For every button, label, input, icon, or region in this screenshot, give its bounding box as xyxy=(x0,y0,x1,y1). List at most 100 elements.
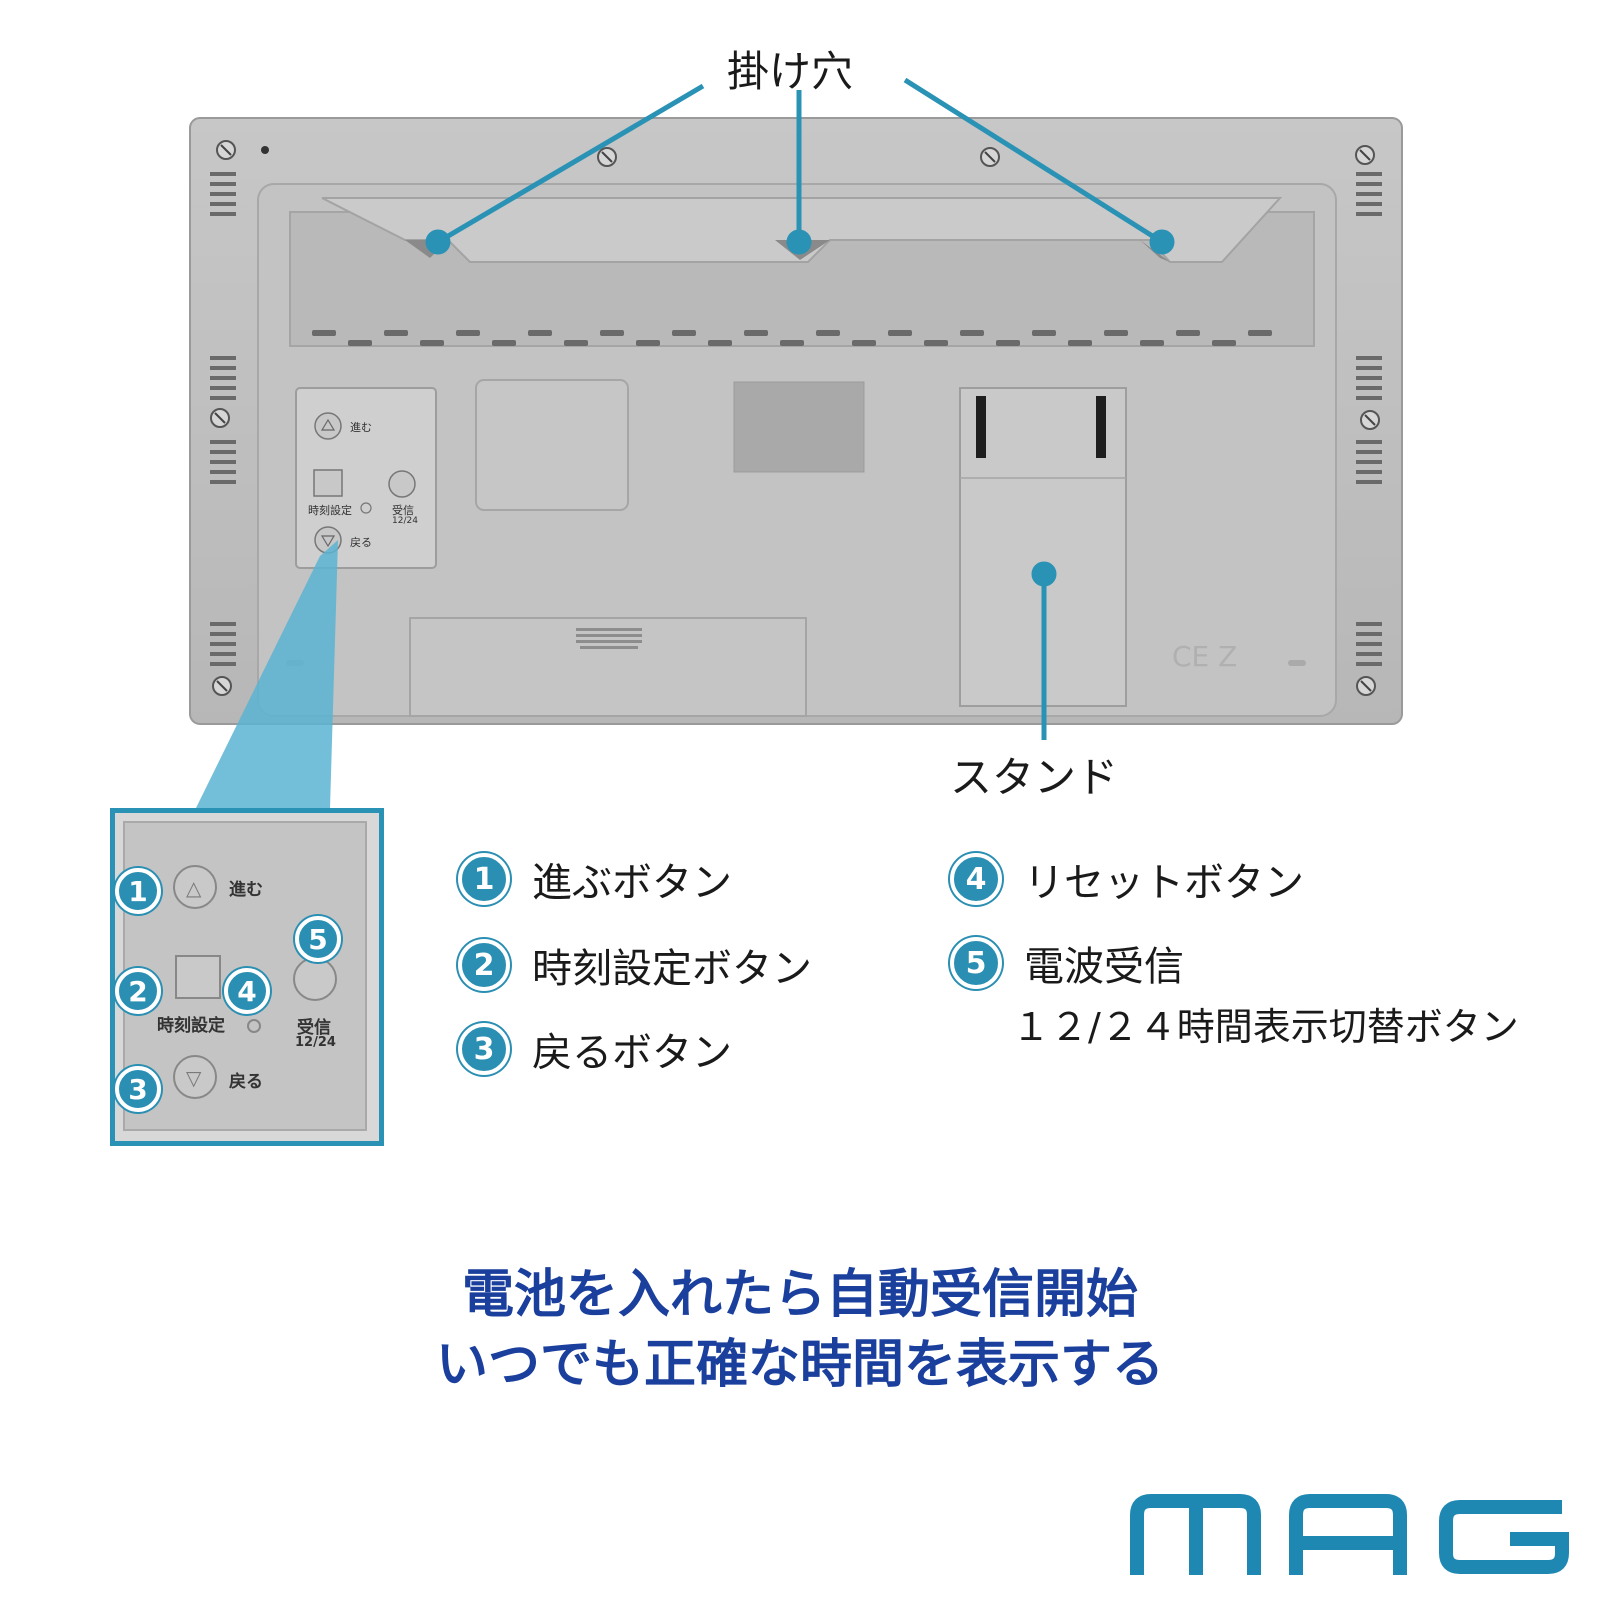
vent-line xyxy=(1356,642,1382,646)
vent-line xyxy=(210,632,236,636)
vent-slot xyxy=(672,330,696,336)
vent-slot xyxy=(816,330,840,336)
zoom-label-back: 戻る xyxy=(229,1072,263,1092)
screw-slot xyxy=(1359,149,1371,161)
vent-line xyxy=(1356,652,1382,656)
vent-line xyxy=(210,470,236,474)
mag-logo-mark xyxy=(1130,1494,1569,1575)
vent-line xyxy=(210,440,236,444)
vent-slot xyxy=(744,330,768,336)
advance-button[interactable]: △ xyxy=(173,865,217,909)
vent-slot xyxy=(1068,340,1092,346)
vent-line xyxy=(1356,192,1382,196)
mini-label-receive: 受信 xyxy=(392,504,414,517)
legend-badge-3: 3 xyxy=(458,1023,510,1075)
vent-slot xyxy=(1212,340,1236,346)
vent-line xyxy=(210,480,236,484)
vent-slot xyxy=(924,340,948,346)
legend-badge-4: 4 xyxy=(950,853,1002,905)
legend-item-3: 3 戻るボタン xyxy=(458,1020,732,1078)
vent-line xyxy=(210,450,236,454)
vent-slot xyxy=(348,340,372,346)
vent-slots xyxy=(312,330,1272,346)
legend-label-5-line2: １２/２４時間表示切替ボタン xyxy=(1012,1005,1519,1049)
vent-line xyxy=(210,172,236,176)
screws xyxy=(210,140,1380,696)
vent-line xyxy=(1356,182,1382,186)
reset-button[interactable] xyxy=(247,1019,261,1033)
mini-label-back: 戻る xyxy=(350,536,372,549)
hanging-holes-label: 掛け穴 xyxy=(726,47,853,96)
legend-item-4: 4 リセットボタン xyxy=(950,850,1304,908)
vent-line xyxy=(210,202,236,206)
mag-logo xyxy=(1130,1485,1570,1595)
badge-4: 4 xyxy=(224,968,270,1014)
back-button[interactable]: ▽ xyxy=(173,1055,217,1099)
vent-line xyxy=(210,642,236,646)
vent-slot xyxy=(1032,330,1056,336)
vent-slot xyxy=(1248,330,1272,336)
zoom-label-time-set: 時刻設定 xyxy=(157,1016,225,1036)
vent-line xyxy=(210,192,236,196)
vent-line xyxy=(210,386,236,390)
vent-slot xyxy=(852,340,876,346)
vent-line xyxy=(1356,632,1382,636)
vent-line xyxy=(1356,450,1382,454)
legend-label-1: 進ぶボタン xyxy=(532,860,732,906)
badge-1: 1 xyxy=(115,868,161,914)
legend-badge-1: 1 xyxy=(458,853,510,905)
legend-label-4: リセットボタン xyxy=(1024,860,1304,906)
screw-slot xyxy=(214,412,226,424)
side-vents xyxy=(210,172,1382,666)
vent-slot xyxy=(996,340,1020,346)
screw-slot xyxy=(1360,680,1372,692)
vent-slot xyxy=(492,340,516,346)
vent-line xyxy=(1356,460,1382,464)
badge-2: 2 xyxy=(115,968,161,1014)
receive-button[interactable] xyxy=(293,957,337,1001)
legend-label-5: 電波受信 xyxy=(1024,944,1184,990)
vent-line xyxy=(210,460,236,464)
vent-line xyxy=(210,396,236,400)
vent-line xyxy=(1356,662,1382,666)
legend-label-3: 戻るボタン xyxy=(532,1030,732,1076)
vent-line xyxy=(210,182,236,186)
vent-slot xyxy=(636,340,660,346)
label-area xyxy=(475,379,629,511)
vent-slot xyxy=(420,340,444,346)
time-set-button[interactable] xyxy=(175,955,221,999)
screw-slot xyxy=(1364,414,1376,426)
badge-3: 3 xyxy=(115,1066,161,1112)
zoom-label-advance: 進む xyxy=(229,880,263,900)
vent-line xyxy=(210,366,236,370)
vent-slot xyxy=(1176,330,1200,336)
vent-line xyxy=(1356,376,1382,380)
vent-line xyxy=(1356,396,1382,400)
vent-line xyxy=(210,622,236,626)
vent-line xyxy=(1356,386,1382,390)
vent-line xyxy=(210,376,236,380)
legend-item-1: 1 進ぶボタン xyxy=(458,850,732,908)
legend-label-2: 時刻設定ボタン xyxy=(532,946,812,992)
vent-line xyxy=(1356,440,1382,444)
vent-slot xyxy=(384,330,408,336)
triangle-up-icon: △ xyxy=(186,876,202,900)
vent-line xyxy=(1356,366,1382,370)
vent-line xyxy=(1356,622,1382,626)
label-sticker xyxy=(733,381,865,473)
svg-text:CE Z: CE Z xyxy=(1172,640,1237,673)
vent-slot xyxy=(528,330,552,336)
vent-line xyxy=(1356,480,1382,484)
vent-slot xyxy=(456,330,480,336)
legend-item-5: 5 電波受信 xyxy=(950,934,1184,992)
vent-line xyxy=(1356,470,1382,474)
mini-label-receive-sub: 12/24 xyxy=(392,516,418,526)
vent-line xyxy=(1356,212,1382,216)
vent-slot xyxy=(312,330,336,336)
badge-5: 5 xyxy=(295,916,341,962)
triangle-down-icon: ▽ xyxy=(186,1066,202,1090)
legend-badge-2: 2 xyxy=(458,939,510,991)
screw-slot xyxy=(220,144,232,156)
vent-slot xyxy=(780,340,804,346)
vent-slot xyxy=(564,340,588,346)
